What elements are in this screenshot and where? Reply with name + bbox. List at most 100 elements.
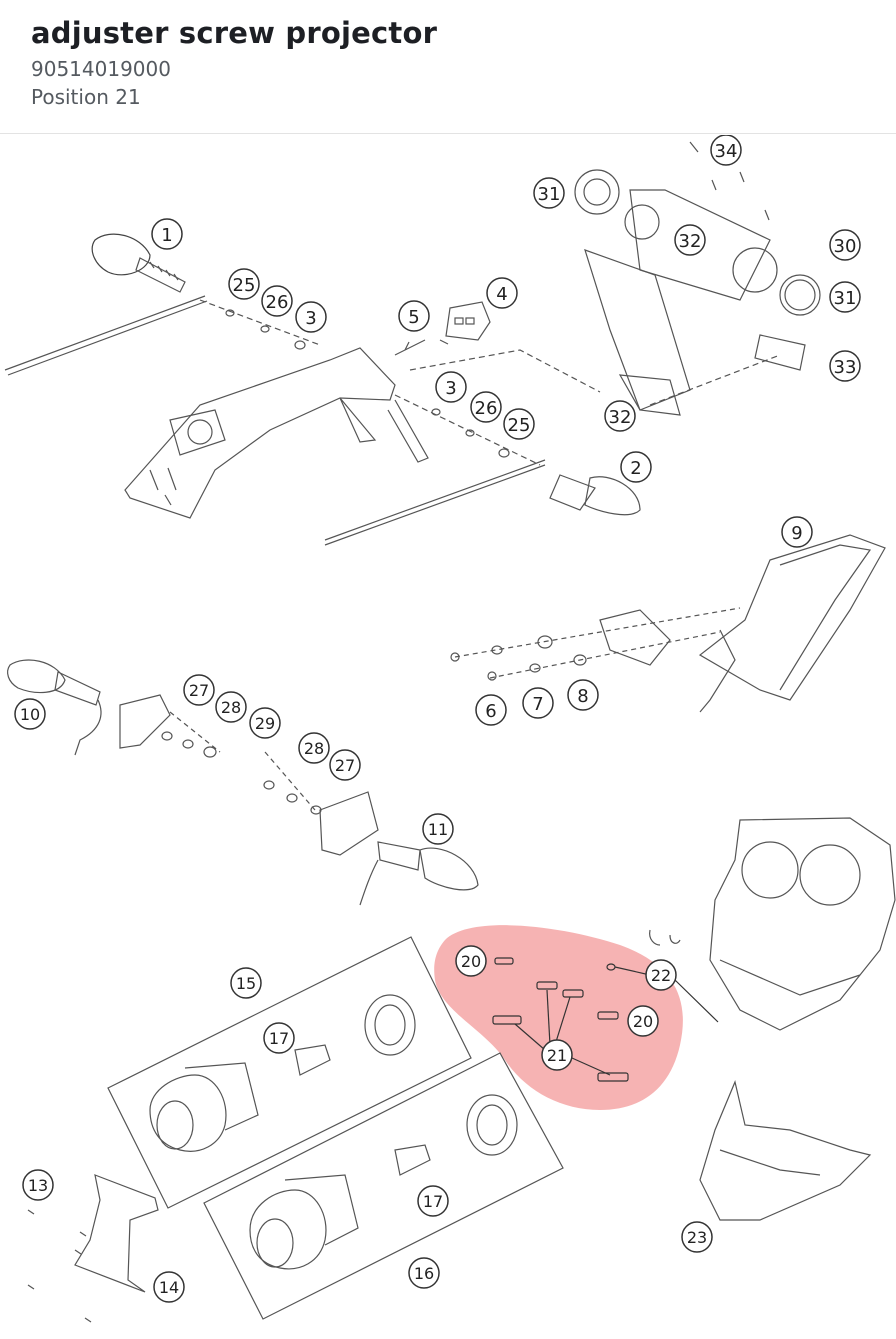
svg-text:26: 26 bbox=[266, 292, 289, 313]
screws-position-21-drawing bbox=[492, 957, 719, 1082]
svg-text:4: 4 bbox=[496, 284, 507, 305]
svg-text:23: 23 bbox=[687, 1228, 707, 1247]
callout-15[interactable]: 15 bbox=[230, 967, 262, 999]
callout-31-upper[interactable]: 31 bbox=[533, 177, 565, 209]
svg-text:13: 13 bbox=[28, 1176, 48, 1195]
callout-26-lower[interactable]: 26 bbox=[470, 391, 502, 423]
callout-34[interactable]: 34 bbox=[710, 134, 742, 166]
svg-text:3: 3 bbox=[305, 308, 316, 329]
svg-text:15: 15 bbox=[236, 974, 256, 993]
svg-text:27: 27 bbox=[335, 756, 355, 775]
part-position: Position 21 bbox=[31, 85, 141, 109]
svg-text:33: 33 bbox=[834, 357, 857, 378]
callout-20-left[interactable]: 20 bbox=[455, 945, 487, 977]
callout-14[interactable]: 14 bbox=[153, 1271, 185, 1303]
svg-text:29: 29 bbox=[255, 714, 275, 733]
callout-6[interactable]: 6 bbox=[475, 694, 507, 726]
callout-21[interactable]: 21 bbox=[541, 1039, 573, 1071]
svg-text:7: 7 bbox=[532, 694, 543, 715]
svg-text:25: 25 bbox=[233, 275, 256, 296]
callout-25-lower[interactable]: 25 bbox=[503, 408, 535, 440]
callout-31-lower[interactable]: 31 bbox=[829, 281, 861, 313]
svg-text:28: 28 bbox=[221, 698, 241, 717]
svg-text:28: 28 bbox=[304, 739, 324, 758]
rear-fender-drawing bbox=[124, 299, 541, 519]
callout-16[interactable]: 16 bbox=[408, 1257, 440, 1289]
svg-text:27: 27 bbox=[189, 681, 209, 700]
indicator-front-left-drawing bbox=[4, 233, 208, 376]
callout-3-lower[interactable]: 3 bbox=[435, 371, 467, 403]
callout-23[interactable]: 23 bbox=[681, 1221, 713, 1253]
callout-17-upper[interactable]: 17 bbox=[263, 1022, 295, 1054]
callout-32-upper[interactable]: 32 bbox=[674, 224, 706, 256]
indicator-rear-right-drawing bbox=[263, 751, 479, 906]
svg-text:32: 32 bbox=[609, 407, 632, 428]
callout-1[interactable]: 1 bbox=[151, 218, 183, 250]
svg-text:31: 31 bbox=[834, 288, 857, 309]
callout-5[interactable]: 5 bbox=[398, 300, 430, 332]
highlight-region bbox=[434, 925, 683, 1110]
svg-text:14: 14 bbox=[159, 1278, 179, 1297]
part-number: 90514019000 bbox=[31, 57, 171, 81]
svg-text:30: 30 bbox=[834, 236, 857, 257]
svg-text:10: 10 bbox=[20, 705, 40, 724]
svg-text:32: 32 bbox=[679, 231, 702, 252]
svg-text:34: 34 bbox=[715, 141, 738, 162]
svg-text:2: 2 bbox=[630, 458, 641, 479]
svg-text:5: 5 bbox=[408, 307, 419, 328]
part-title: adjuster screw projector bbox=[31, 16, 438, 50]
svg-text:22: 22 bbox=[651, 966, 671, 985]
callout-28-lower[interactable]: 28 bbox=[298, 732, 330, 764]
svg-text:9: 9 bbox=[791, 523, 802, 544]
indicator-rear-left-drawing bbox=[7, 659, 221, 758]
callout-8[interactable]: 8 bbox=[567, 679, 599, 711]
callout-11[interactable]: 11 bbox=[422, 813, 454, 845]
svg-text:20: 20 bbox=[461, 952, 481, 971]
callout-9[interactable]: 9 bbox=[781, 516, 813, 548]
svg-text:3: 3 bbox=[445, 378, 456, 399]
svg-text:25: 25 bbox=[508, 415, 531, 436]
svg-text:31: 31 bbox=[538, 184, 561, 205]
callout-32-lower[interactable]: 32 bbox=[604, 400, 636, 432]
headlight-assembly-box-15 bbox=[107, 936, 472, 1209]
callout-29[interactable]: 29 bbox=[249, 707, 281, 739]
svg-text:17: 17 bbox=[269, 1029, 289, 1048]
svg-text:1: 1 bbox=[161, 225, 172, 246]
svg-text:20: 20 bbox=[633, 1012, 653, 1031]
svg-text:6: 6 bbox=[485, 701, 496, 722]
svg-text:26: 26 bbox=[475, 398, 498, 419]
callout-27-lower[interactable]: 27 bbox=[329, 749, 361, 781]
diagram-svg: 1 25 26 3 5 4 3 26 25 2 34 31 32 30 31 3… bbox=[4, 134, 896, 1323]
callout-17-lower[interactable]: 17 bbox=[417, 1185, 449, 1217]
callout-20-right[interactable]: 20 bbox=[627, 1005, 659, 1037]
connector-drawing bbox=[394, 301, 601, 393]
callout-13[interactable]: 13 bbox=[22, 1169, 54, 1201]
callout-26-upper[interactable]: 26 bbox=[261, 285, 293, 317]
callout-27-upper[interactable]: 27 bbox=[183, 674, 215, 706]
tail-light-drawing bbox=[450, 534, 886, 713]
headlight-housing-drawing bbox=[649, 817, 896, 1031]
headlight-assembly-box-16 bbox=[203, 1052, 564, 1320]
bracket-14-drawing bbox=[27, 1174, 159, 1323]
callout-3-upper[interactable]: 3 bbox=[295, 301, 327, 333]
callout-22[interactable]: 22 bbox=[645, 959, 677, 991]
svg-text:8: 8 bbox=[577, 686, 588, 707]
callout-2[interactable]: 2 bbox=[620, 451, 652, 483]
callout-25-upper[interactable]: 25 bbox=[228, 268, 260, 300]
callout-30[interactable]: 30 bbox=[829, 229, 861, 261]
washers-upper-drawing bbox=[225, 309, 510, 458]
callout-7[interactable]: 7 bbox=[522, 687, 554, 719]
indicator-front-right-drawing bbox=[324, 459, 641, 546]
callout-28-upper[interactable]: 28 bbox=[215, 691, 247, 723]
callout-33[interactable]: 33 bbox=[829, 350, 861, 382]
svg-text:16: 16 bbox=[414, 1264, 434, 1283]
svg-text:11: 11 bbox=[428, 820, 448, 839]
callout-10[interactable]: 10 bbox=[14, 698, 46, 730]
part-header: adjuster screw projector 90514019000 Pos… bbox=[0, 0, 896, 134]
license-plate-holder-drawing bbox=[574, 141, 821, 416]
callout-labels: 1 25 26 3 5 4 3 26 25 2 34 31 32 30 31 3… bbox=[14, 134, 861, 1303]
svg-text:21: 21 bbox=[547, 1046, 567, 1065]
fairing-23-drawing bbox=[699, 1080, 872, 1221]
exploded-parts-diagram[interactable]: 1 25 26 3 5 4 3 26 25 2 34 31 32 30 31 3… bbox=[0, 134, 896, 1335]
callout-4[interactable]: 4 bbox=[486, 277, 518, 309]
